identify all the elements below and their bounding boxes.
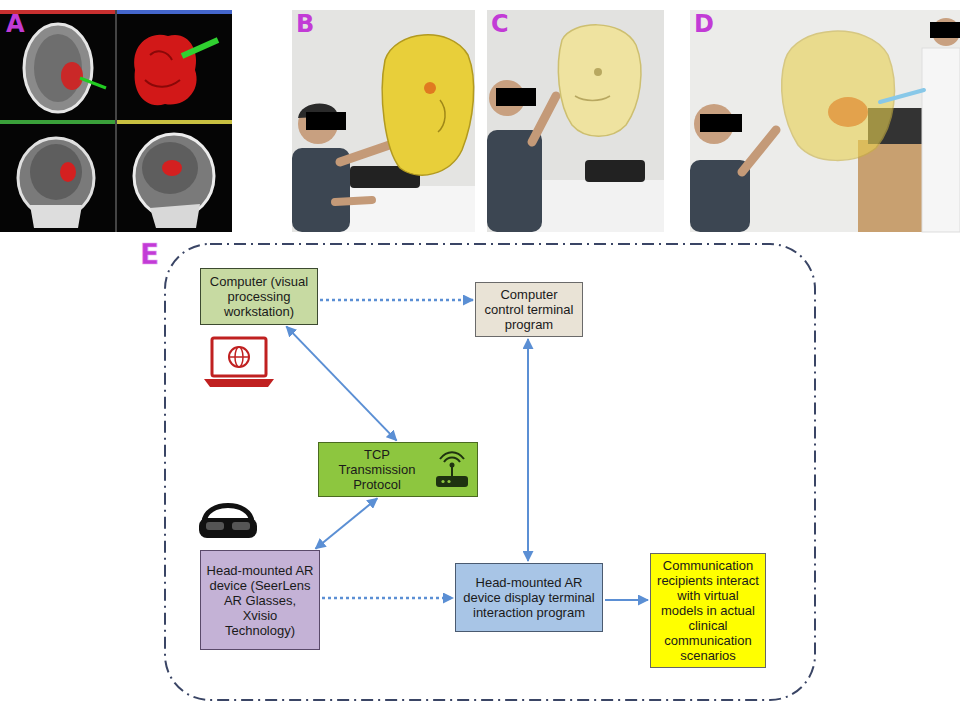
panel-letter: E — [140, 240, 159, 270]
router-icon — [441, 479, 444, 482]
ct-scan-panel — [150, 204, 200, 228]
headset-icon — [206, 522, 224, 530]
photo-panel — [487, 10, 664, 232]
arrow-line — [605, 599, 648, 601]
ct-scan-panel — [115, 10, 117, 232]
router-icon — [444, 457, 460, 462]
panel-letter: C — [491, 11, 509, 37]
photo-panel — [335, 186, 475, 232]
photo-panel — [424, 82, 436, 94]
router-icon — [436, 476, 468, 487]
photo-panel — [585, 160, 645, 182]
photo-panel — [292, 10, 475, 232]
photo-panel — [382, 35, 473, 175]
ct-scan-panel — [117, 120, 232, 124]
panel-letter: B — [296, 11, 314, 37]
photo-panel — [700, 114, 742, 132]
box-text: Computer (visual processing workstation) — [206, 274, 312, 319]
photo-panel — [742, 130, 776, 172]
arrow-line — [527, 339, 529, 561]
ct-scan-panel — [61, 62, 83, 90]
laptop-icon — [204, 379, 274, 387]
photo-panel — [922, 48, 960, 232]
ct-scan-panel — [134, 35, 196, 105]
photo-panel — [487, 10, 664, 232]
box-text: Head-mounted AR device (SeerLens AR Glas… — [206, 563, 314, 638]
ct-scan-panel — [145, 51, 180, 86]
dash-dot-frame — [165, 244, 815, 700]
outcome-box: Communication recipients interact with v… — [650, 553, 766, 668]
ct-scan-panel — [117, 10, 232, 14]
router-icon — [451, 465, 453, 476]
ct-scan-panel — [0, 120, 115, 124]
panel-letter: D — [694, 11, 714, 37]
router-icon — [447, 479, 450, 482]
photo-panel — [575, 96, 610, 101]
laptop-icon — [204, 338, 274, 387]
ct-scan-panel — [34, 34, 82, 102]
device-box: Head-mounted AR device (SeerLens AR Glas… — [200, 550, 320, 650]
photo-panel — [880, 90, 924, 102]
workstation-box: Computer (visual processing workstation) — [200, 268, 318, 325]
ct-scan-panel — [0, 10, 232, 232]
photo-panel — [690, 10, 960, 232]
photo-panel — [438, 100, 445, 132]
program-box: Computer control terminal program — [475, 282, 583, 337]
panel-letter: A — [6, 11, 25, 37]
dotted-arrow — [320, 299, 473, 302]
router-icon — [440, 452, 464, 459]
photo-panel — [930, 22, 960, 38]
protocol-box: TCP Transmission Protocol — [318, 442, 478, 497]
box-text: Head-mounted AR device display terminal … — [461, 575, 597, 620]
box-text: TCP Transmission Protocol — [325, 447, 429, 492]
ct-scan-panel — [60, 162, 76, 182]
ct-scan-panel — [162, 160, 182, 176]
photo-panel — [532, 96, 556, 142]
laptop-icon — [229, 356, 249, 358]
ct-scan-panel — [30, 205, 82, 228]
dotted-arrow — [322, 597, 453, 600]
ct-scan-panel — [30, 144, 82, 200]
photo-panel — [335, 200, 372, 202]
photo-panel — [594, 68, 602, 76]
photo-panel — [558, 25, 641, 136]
program-box: Head-mounted AR device display terminal … — [455, 563, 603, 632]
ct-scan-panel — [134, 134, 214, 218]
laptop-icon — [212, 338, 266, 376]
laptop-icon — [229, 347, 249, 367]
photo-panel — [292, 10, 475, 232]
photo-panel — [496, 88, 536, 106]
ct-scan-panel — [0, 10, 232, 232]
box-text: Computer control terminal program — [481, 287, 577, 332]
arrow-line — [286, 326, 396, 440]
headset-icon — [199, 518, 257, 538]
arrow-line — [316, 498, 378, 548]
photo-panel — [306, 112, 346, 130]
router-icon — [432, 450, 472, 490]
headset-icon — [232, 522, 250, 530]
photo-panel — [782, 31, 895, 160]
ct-scan-panel — [142, 142, 198, 194]
ct-scan-panel — [80, 78, 106, 88]
photo-panel — [690, 10, 960, 232]
ct-scan-panel — [24, 24, 92, 112]
photo-panel — [828, 97, 868, 127]
box-text: Communication recipients interact with v… — [656, 558, 760, 663]
ct-scan-panel — [182, 40, 218, 56]
headset-icon — [199, 506, 257, 539]
